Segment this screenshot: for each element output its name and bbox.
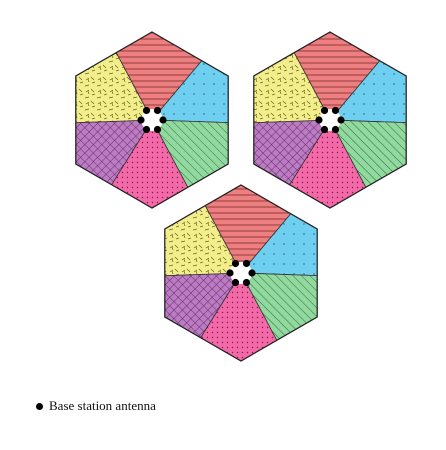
cell-bottom — [164, 184, 318, 362]
antenna-dot-icon — [142, 106, 151, 115]
cell-boundary — [164, 184, 318, 362]
cell-top-right — [253, 31, 407, 209]
base-station — [319, 109, 341, 131]
antenna-marker-icon — [36, 402, 43, 410]
antenna-dot-icon — [137, 116, 145, 124]
antenna-dot-icon — [231, 259, 240, 268]
antenna-dot-icon — [248, 269, 256, 277]
cell-boundary — [75, 31, 229, 209]
antenna-dot-icon — [320, 106, 329, 115]
antenna-dot-icon — [142, 125, 151, 134]
legend: Base station antenna — [36, 398, 156, 414]
antenna-dot-icon — [320, 125, 329, 134]
base-station — [230, 262, 252, 284]
legend-label: Base station antenna — [49, 398, 156, 413]
antenna-dot-icon — [242, 259, 251, 268]
antenna-dot-icon — [231, 278, 240, 287]
antenna-dot-icon — [337, 116, 345, 124]
cell-boundary — [253, 31, 407, 209]
antenna-dot-icon — [159, 116, 167, 124]
antenna-dot-icon — [153, 106, 162, 115]
antenna-dot-icon — [226, 269, 234, 277]
cell-top-left — [75, 31, 229, 209]
antenna-dot-icon — [242, 278, 251, 287]
antenna-dot-icon — [331, 125, 340, 134]
antenna-dot-icon — [315, 116, 323, 124]
antenna-dot-icon — [153, 125, 162, 134]
base-station — [141, 109, 163, 131]
antenna-dot-icon — [331, 106, 340, 115]
